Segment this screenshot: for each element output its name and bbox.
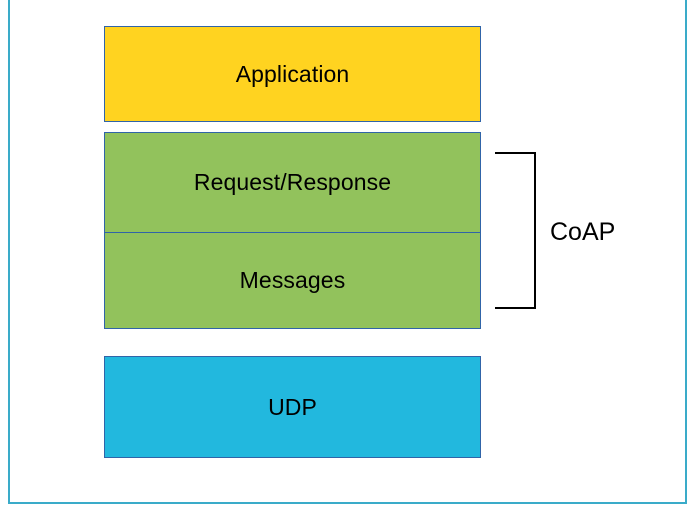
bracket-bottom-segment: [495, 307, 536, 309]
layer-label-messages: Messages: [239, 267, 346, 293]
coap-group-label: CoAP: [550, 218, 616, 246]
layer-label-udp: UDP: [268, 393, 317, 420]
layer-label-request-response: Request/Response: [193, 169, 392, 195]
layer-box-application: Application: [104, 26, 481, 122]
layer-box-request-response: Request/Response: [104, 132, 481, 233]
slide-border-bottom: [8, 502, 687, 504]
bracket-top-segment: [495, 152, 536, 154]
bracket-vertical-segment: [534, 152, 536, 309]
layer-box-messages: Messages: [104, 232, 481, 329]
coap-group-bracket: [495, 152, 536, 309]
slide-border-right: [685, 0, 687, 504]
slide-border-left: [8, 0, 10, 504]
layer-box-udp: UDP: [104, 356, 481, 458]
layer-label-application: Application: [235, 60, 350, 87]
